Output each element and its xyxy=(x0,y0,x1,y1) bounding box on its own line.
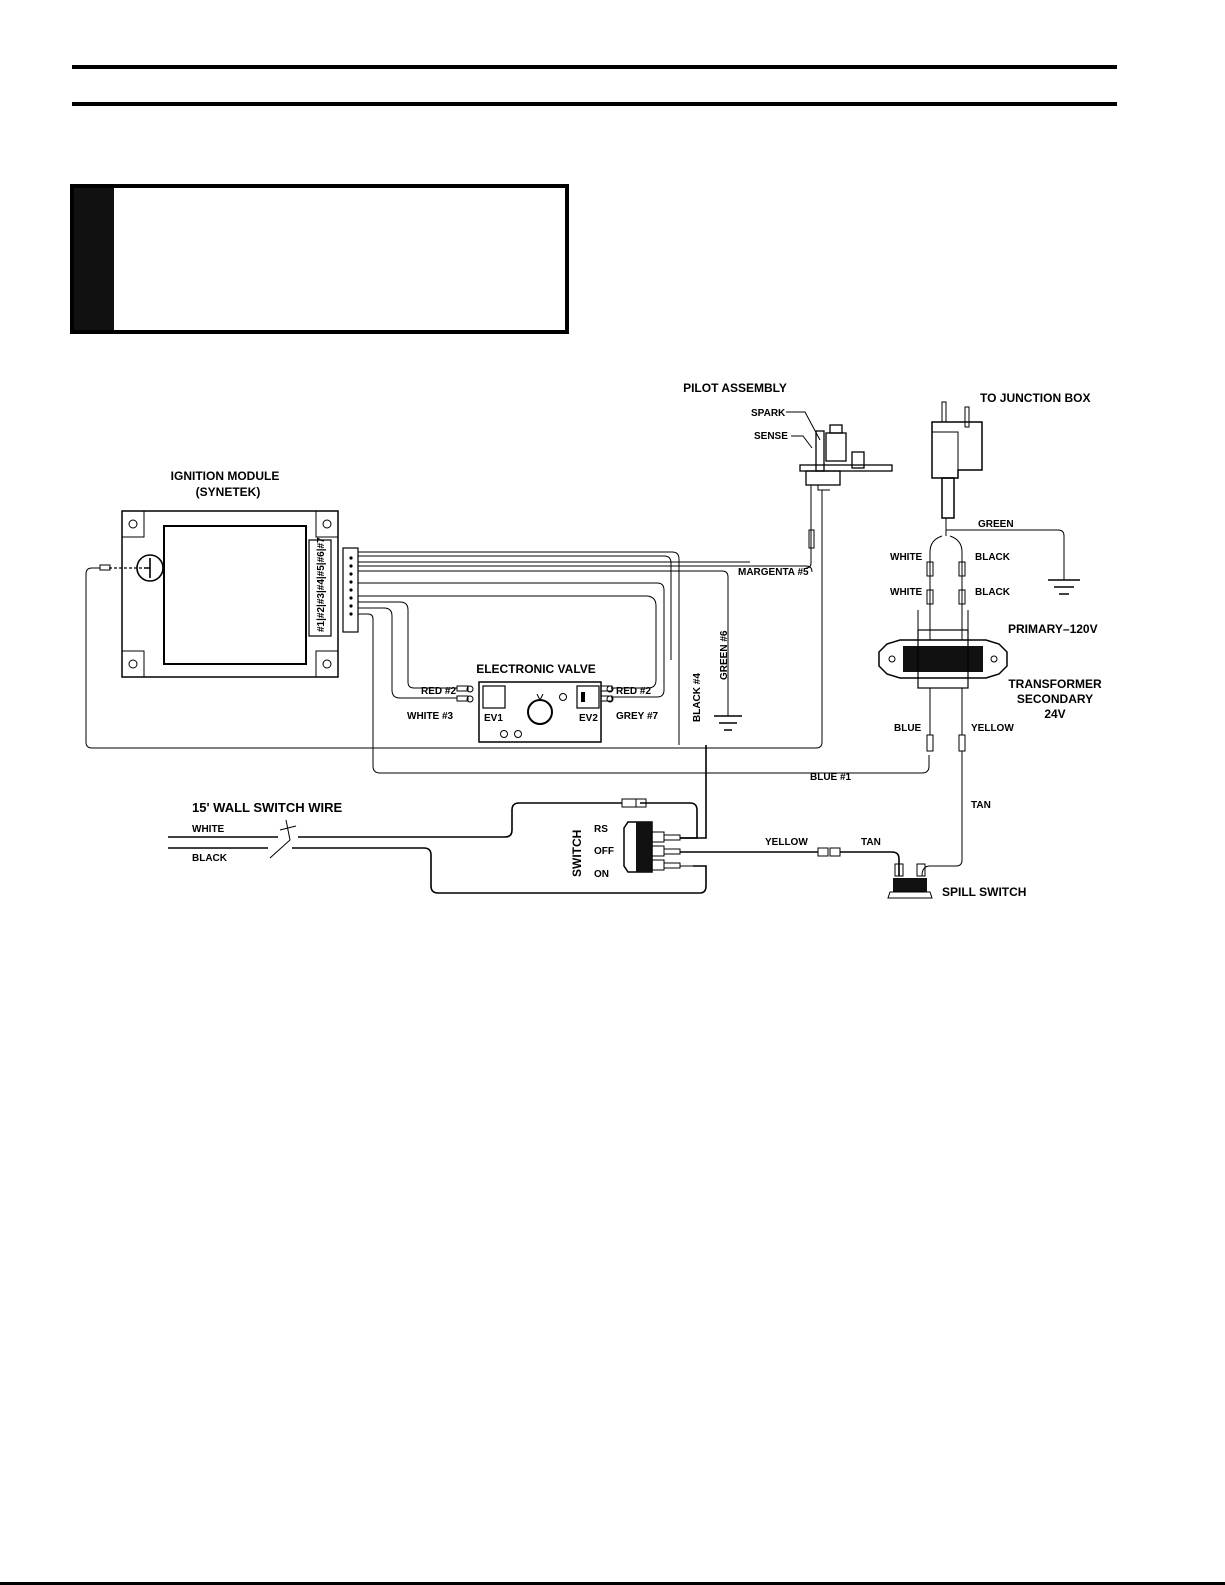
ev2-label: EV2 xyxy=(579,713,598,724)
sense-label: SENSE xyxy=(754,431,788,442)
red-right-label: RED #2 xyxy=(616,686,651,697)
blue-label: BLUE xyxy=(894,723,922,734)
transformer: PRIMARY–120V TRANSFORMER SECONDARY 24V B… xyxy=(878,610,1102,877)
valve-knob-icon xyxy=(527,699,553,725)
spill-switch: SPILL SWITCH xyxy=(887,863,1026,899)
header-rule-top xyxy=(72,65,1117,69)
black4-wire-label: BLACK #4 xyxy=(692,673,703,722)
switch-off-label: OFF xyxy=(594,846,614,857)
switch-title: SWITCH xyxy=(570,830,584,877)
black-top-label: BLACK xyxy=(975,552,1011,563)
ground-icon xyxy=(714,715,742,731)
ground-icon xyxy=(1048,579,1080,595)
junction-box-title: TO JUNCTION BOX xyxy=(980,391,1090,405)
module-harness xyxy=(85,551,930,774)
white-bottom-label: WHITE xyxy=(890,587,923,598)
rocker-switch: SWITCH RS OFF ON xyxy=(570,745,707,880)
terminal-labels: #1|#2|#3|#4|#5|#6|#7 xyxy=(316,537,327,632)
mount-hole-icon xyxy=(322,659,332,669)
mount-hole-icon xyxy=(128,519,138,529)
green-label: GREEN xyxy=(978,519,1014,530)
transformer-label: TRANSFORMER xyxy=(1008,677,1102,691)
pilot-assembly-title: PILOT ASSEMBLY xyxy=(683,381,787,395)
white-top-label: WHITE xyxy=(890,552,923,563)
electronic-valve-title: ELECTRONIC VALVE xyxy=(476,662,596,676)
wall-switch-wire: 15' WALL SWITCH WIRE WHITE BLACK xyxy=(168,798,707,894)
yellow-label: YELLOW xyxy=(971,723,1014,734)
white-left-label: WHITE #3 xyxy=(407,711,454,722)
secondary-label: SECONDARY xyxy=(1017,692,1093,706)
mount-hole-icon xyxy=(128,659,138,669)
spark-label: SPARK xyxy=(751,408,786,419)
spill-switch-title: SPILL SWITCH xyxy=(942,885,1026,899)
yellow-wire-label: YELLOW xyxy=(765,837,808,848)
spill-wiring: YELLOW TAN xyxy=(680,837,900,876)
mount-hole-icon xyxy=(322,519,332,529)
switch-rs-label: RS xyxy=(594,824,608,835)
margenta-wire-label: MARGENTA #5 xyxy=(738,567,809,578)
header-rule-bottom xyxy=(72,102,1117,106)
red-left-label: RED #2 xyxy=(421,686,456,697)
wall-switch-title: 15' WALL SWITCH WIRE xyxy=(192,800,343,815)
ev1-label: EV1 xyxy=(484,713,503,724)
tan-vertical-label: TAN xyxy=(971,800,991,811)
black-bottom-label: BLACK xyxy=(975,587,1011,598)
notice-box xyxy=(70,184,569,334)
footer-rule xyxy=(0,1582,1225,1585)
green6-wire-label: GREEN #6 xyxy=(719,630,730,680)
blue1-wire-label: BLUE #1 xyxy=(810,772,852,783)
switch-on-label: ON xyxy=(594,869,609,880)
wall-white-label: WHITE xyxy=(192,824,225,835)
electronic-valve: ELECTRONIC VALVE EV1 EV2 RED #2 WHITE #3… xyxy=(407,662,658,743)
primary-label: PRIMARY–120V xyxy=(1008,622,1098,636)
ignition-module-subtitle: (SYNETEK) xyxy=(196,485,261,499)
tan-wire-label: TAN xyxy=(861,837,881,848)
wall-black-label: BLACK xyxy=(192,853,228,864)
ignition-module: IGNITION MODULE (SYNETEK) #1|#2|#3|#4|#5… xyxy=(99,469,359,678)
ignition-module-title: IGNITION MODULE xyxy=(171,469,280,483)
voltage-label: 24V xyxy=(1044,707,1065,721)
junction-box-plug: TO JUNCTION BOX GREEN WHITE BLACK WHITE … xyxy=(890,391,1090,640)
grey-right-label: GREY #7 xyxy=(616,711,658,722)
pilot-assembly: PILOT ASSEMBLY SPARK SENSE xyxy=(683,381,893,569)
